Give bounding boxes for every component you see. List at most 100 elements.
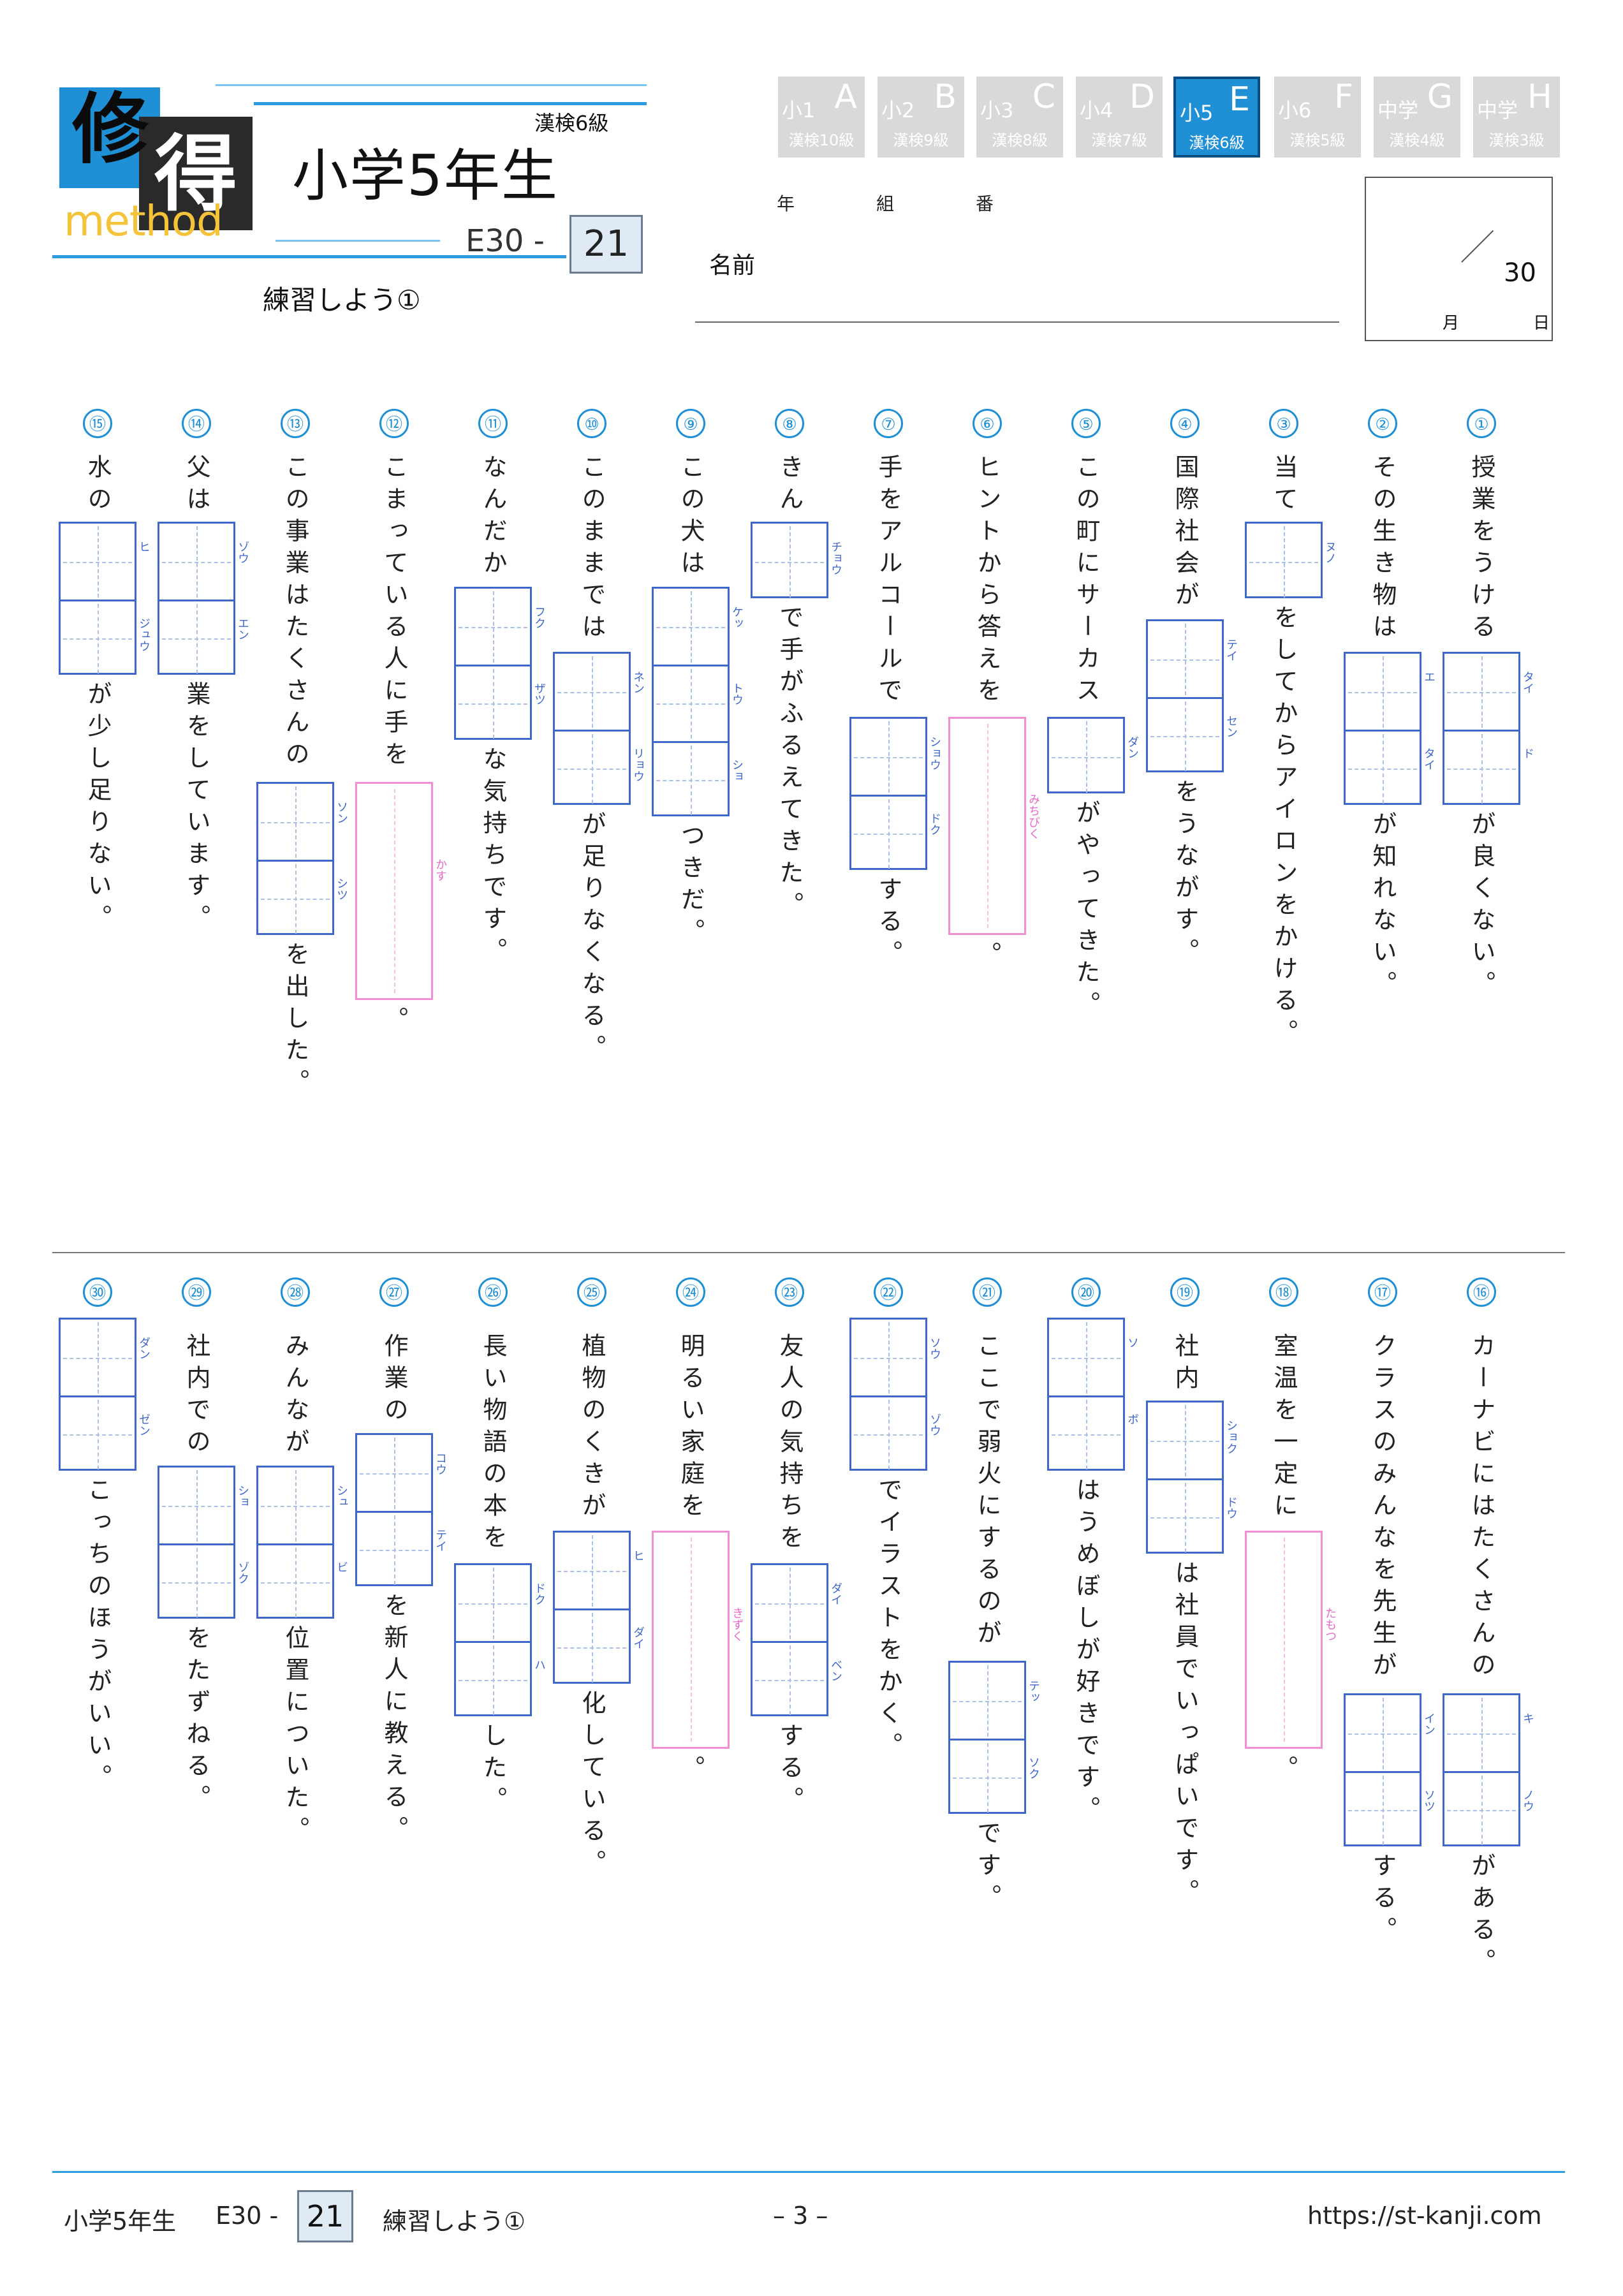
kanji-answer-box[interactable] — [1146, 619, 1224, 772]
answer-cell — [1148, 1478, 1222, 1555]
kanji-answer-box[interactable] — [59, 1318, 136, 1471]
kana-answer-box[interactable] — [652, 1531, 730, 1749]
kanji-answer-box[interactable] — [849, 1318, 927, 1471]
answer-cell — [654, 589, 728, 665]
answer-cell — [1148, 621, 1222, 698]
question-text-after: 。 — [380, 1006, 408, 1038]
furigana-reading: ソク — [1027, 1756, 1040, 1779]
question-text-after: がやってきた。 — [1072, 800, 1100, 1023]
kanji-answer-box[interactable] — [1146, 1401, 1224, 1554]
level-letter: D — [1129, 78, 1155, 116]
kanji-answer-box[interactable] — [1344, 1693, 1421, 1846]
question-text-after: は社員でいっぱいです。 — [1171, 1560, 1199, 1911]
page-number: – 3 – — [773, 2202, 828, 2230]
kanji-answer-box[interactable] — [948, 1661, 1026, 1814]
answer-cell — [1444, 1770, 1518, 1848]
question-text-after: でイラストをかく。 — [874, 1477, 902, 1764]
question-text-before: クラスのみんなを先生が — [1369, 1333, 1397, 1684]
furigana-reading: ド — [1521, 747, 1534, 759]
kanji-answer-box[interactable] — [158, 1466, 235, 1619]
kanji-answer-box[interactable] — [59, 522, 136, 675]
score-box[interactable] — [1365, 177, 1553, 341]
question-text-after: で手がふるえてきた。 — [775, 605, 804, 924]
question-number: ③ — [1269, 409, 1298, 438]
question-text-before: 当て — [1270, 454, 1298, 518]
furigana-reading: エン — [236, 617, 249, 640]
question-number: ⑨ — [676, 409, 705, 438]
level-letter: E — [1229, 80, 1250, 119]
furigana-reading: ザツ — [532, 682, 546, 705]
question-number: ① — [1467, 409, 1496, 438]
question-text-after: を出した。 — [281, 941, 309, 1101]
kana-answer-box[interactable] — [1245, 1531, 1323, 1749]
section-divider — [52, 1252, 1565, 1253]
kana-answer-box[interactable] — [355, 782, 433, 1000]
name-field[interactable] — [695, 321, 1339, 323]
kanji-answer-box[interactable] — [355, 1433, 433, 1586]
furigana-reading: ハ — [532, 1659, 546, 1670]
kanji-answer-box[interactable] — [1047, 717, 1125, 793]
furigana-reading: シツ — [335, 878, 348, 901]
question-text-after: な気持ちです。 — [479, 746, 507, 969]
kanji-answer-box[interactable] — [1443, 1693, 1520, 1846]
level-bottom: 漢検3級 — [1488, 131, 1545, 149]
question-number: ⑱ — [1269, 1277, 1298, 1307]
question-text-after: する。 — [775, 1723, 804, 1818]
question-text-after: する。 — [1369, 1853, 1397, 1948]
kanji-answer-box[interactable] — [553, 1531, 631, 1684]
furigana-reading: テッ — [1027, 1680, 1040, 1703]
furigana-reading: ダイ — [829, 1582, 842, 1605]
code-number-box: 21 — [569, 215, 643, 274]
question-text-before: 父は — [182, 454, 210, 518]
question-text-after: が少し足りない。 — [84, 681, 112, 936]
level-bottom: 漢検9級 — [893, 131, 949, 149]
kanji-answer-box[interactable] — [1344, 652, 1421, 805]
answer-cell — [1444, 654, 1518, 730]
logo-kanji-1: 修 — [72, 85, 149, 174]
furigana-reading: かす — [434, 858, 447, 881]
level-letter: A — [834, 78, 857, 116]
furigana-reading: ソ — [1126, 1337, 1139, 1348]
level-bottom: 漢検10級 — [788, 131, 855, 149]
kanji-answer-box[interactable] — [256, 1466, 334, 1619]
kanji-answer-box[interactable] — [256, 782, 334, 935]
question-number: ② — [1368, 409, 1397, 438]
kanji-answer-box[interactable] — [751, 522, 828, 598]
furigana-reading: ビ — [335, 1561, 348, 1573]
kanji-answer-box[interactable] — [454, 1563, 532, 1716]
site-url[interactable]: https://st-kanji.com — [1307, 2202, 1542, 2230]
name-label: 名前 — [709, 253, 756, 279]
question-number: ⑥ — [973, 409, 1002, 438]
question-text-before: この犬は — [677, 454, 705, 582]
kanji-answer-box[interactable] — [1245, 522, 1323, 598]
kanji-answer-box[interactable] — [553, 652, 631, 805]
kanji-answer-box[interactable] — [158, 522, 235, 675]
question-number: ④ — [1170, 409, 1200, 438]
kanji-answer-box[interactable] — [1443, 652, 1520, 805]
question-text-after: が足りなくなる。 — [578, 811, 606, 1066]
furigana-reading: ゼン — [137, 1413, 151, 1436]
question-text-after: する。 — [874, 876, 902, 972]
kana-answer-box[interactable] — [948, 717, 1026, 935]
kanji-answer-box[interactable] — [849, 717, 927, 870]
kanji-answer-box[interactable] — [1047, 1318, 1125, 1471]
question-number: ⑲ — [1170, 1277, 1200, 1307]
question-text-before: こまっている人に手を — [380, 454, 408, 773]
kanji-answer-box[interactable] — [454, 587, 532, 740]
answer-cell — [159, 1543, 233, 1620]
kanji-answer-box[interactable] — [652, 587, 730, 816]
furigana-reading: ゾウ — [928, 1413, 941, 1436]
question-text-after: 化している。 — [578, 1690, 606, 1881]
answer-cell — [1346, 729, 1420, 806]
answer-cell — [1247, 524, 1321, 600]
kanji-answer-box[interactable] — [751, 1563, 828, 1716]
level-top: 中学 — [1477, 98, 1518, 122]
